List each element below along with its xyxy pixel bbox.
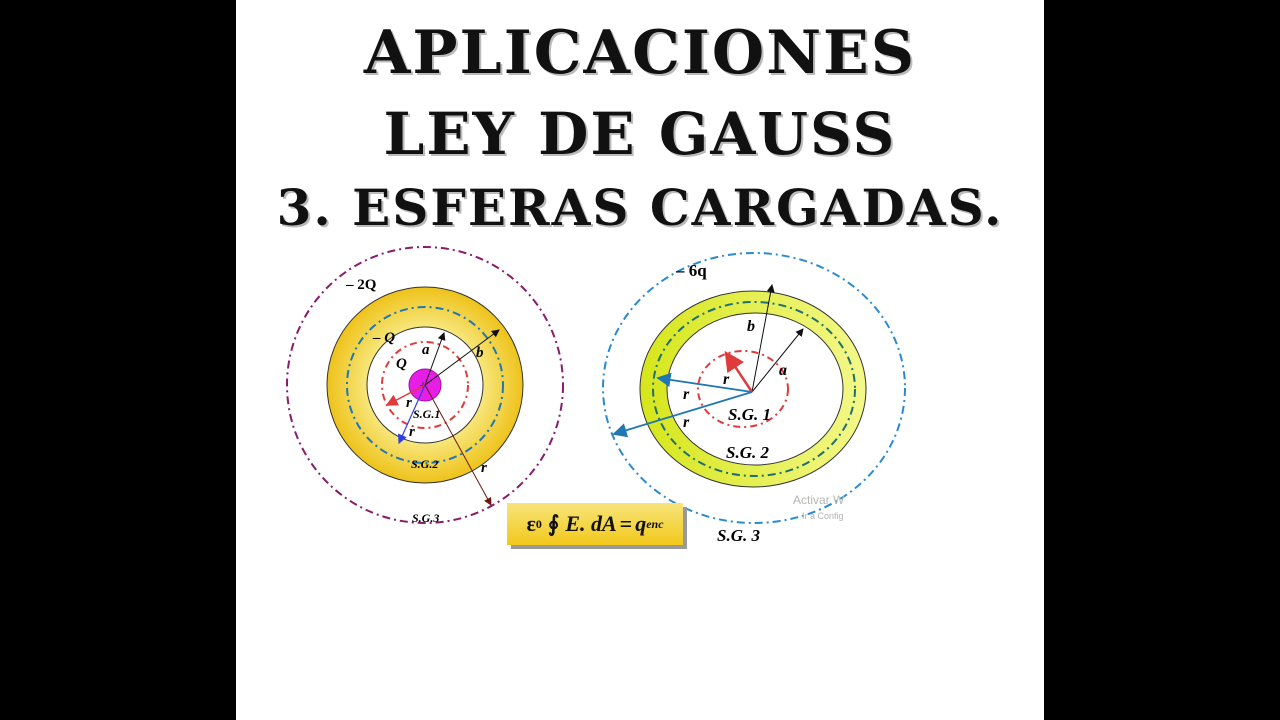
label-outer-charge-right: – 6q — [676, 261, 707, 280]
gaussian-surface-3 — [286, 246, 564, 524]
gaussian-surface-2 — [346, 306, 504, 464]
label-inner-shell-charge: – Q — [373, 330, 396, 346]
left-sphere-diagram: + — [286, 246, 564, 524]
label-sg3-left: S.G.3 — [412, 511, 440, 525]
label-radius-a-right: a — [779, 362, 787, 379]
label-radius-r1-left: r — [406, 395, 412, 411]
label-radius-r1-right: r — [723, 371, 730, 388]
gaussian-surface-3 — [602, 252, 906, 524]
epsilon-symbol: ε — [526, 511, 536, 536]
title-line-3: 3. ESFERAS CARGADAS. — [276, 178, 1004, 237]
label-radius-r2-right: r — [683, 386, 690, 403]
label-sg3-right: S.G. 3 — [717, 526, 760, 545]
label-radius-b-right: b — [747, 318, 755, 335]
label-outer-charge-left: – 2Q — [346, 277, 377, 293]
diagrams: + — [286, 246, 906, 524]
watermark-config: Ir a Config — [802, 511, 844, 521]
label-sg1-right: S.G. 1 — [728, 405, 771, 424]
label-core-charge: Q — [396, 356, 407, 372]
gaussian-surface-1 — [697, 350, 789, 428]
formula-integrand: E. dA — [565, 511, 617, 536]
slide: APLICACIONES LEY DE GAUSS 3. ESFERAS CAR… — [236, 0, 1044, 720]
gaussian-surface-2 — [652, 301, 856, 477]
title-line-1: APLICACIONES — [363, 18, 917, 88]
label-radius-b-left: b — [476, 345, 484, 361]
label-sg2-left: S.G.2 — [411, 457, 439, 471]
label-radius-r3-right: r — [683, 414, 690, 431]
gaussian-surface-1 — [381, 341, 469, 429]
watermark-activate: Activar W — [793, 493, 845, 507]
right-sphere-diagram — [602, 252, 906, 524]
closed-integral-icon: ∮ — [547, 511, 560, 536]
label-sg2-right: S.G. 2 — [726, 443, 769, 462]
label-radius-r3-left: r — [481, 460, 487, 476]
title-line-2: LEY DE GAUSS — [383, 100, 897, 168]
label-radius-a-left: a — [422, 342, 430, 358]
label-sg1-left: S.G.1 — [413, 407, 441, 421]
label-radius-r2-left: r — [409, 424, 415, 440]
